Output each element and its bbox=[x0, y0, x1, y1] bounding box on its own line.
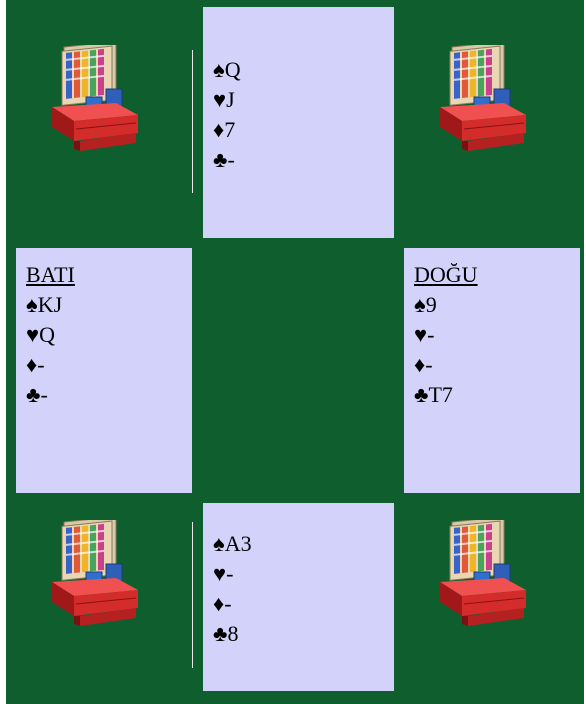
card-table: ♠Q ♥J ♦7 ♣- BATI ♠KJ ♥Q ♦- ♣- DOĞU ♠9 ♥-… bbox=[6, 0, 584, 704]
east-diamonds: ♦- bbox=[414, 350, 580, 380]
north-spades: ♠Q bbox=[213, 55, 394, 85]
south-spades: ♠A3 bbox=[213, 529, 394, 559]
north-clubs: ♣- bbox=[213, 145, 394, 175]
south-clubs: ♣8 bbox=[213, 619, 394, 649]
east-clubs: ♣T7 bbox=[414, 380, 580, 410]
south-hand: ♠A3 ♥- ♦- ♣8 bbox=[203, 503, 394, 691]
east-hand: DOĞU ♠9 ♥- ♦- ♣T7 bbox=[404, 248, 580, 493]
bridge-board-holder-icon bbox=[434, 520, 530, 630]
west-clubs: ♣- bbox=[26, 380, 192, 410]
north-diamonds: ♦7 bbox=[213, 115, 394, 145]
south-diamonds: ♦- bbox=[213, 589, 394, 619]
bridge-board-holder-icon bbox=[46, 45, 142, 155]
south-hearts: ♥- bbox=[213, 559, 394, 589]
west-diamonds: ♦- bbox=[26, 350, 192, 380]
west-hearts: ♥Q bbox=[26, 320, 192, 350]
west-hand: BATI ♠KJ ♥Q ♦- ♣- bbox=[16, 248, 192, 493]
west-title: BATI bbox=[26, 260, 192, 290]
north-hearts: ♥J bbox=[213, 85, 394, 115]
north-hand: ♠Q ♥J ♦7 ♣- bbox=[203, 7, 394, 238]
divider-line bbox=[192, 522, 193, 668]
bridge-board-holder-icon bbox=[46, 520, 142, 630]
divider-line bbox=[192, 50, 193, 193]
west-spades: ♠KJ bbox=[26, 290, 192, 320]
east-spades: ♠9 bbox=[414, 290, 580, 320]
east-hearts: ♥- bbox=[414, 320, 580, 350]
bridge-board-holder-icon bbox=[434, 45, 530, 155]
east-title: DOĞU bbox=[414, 260, 580, 290]
